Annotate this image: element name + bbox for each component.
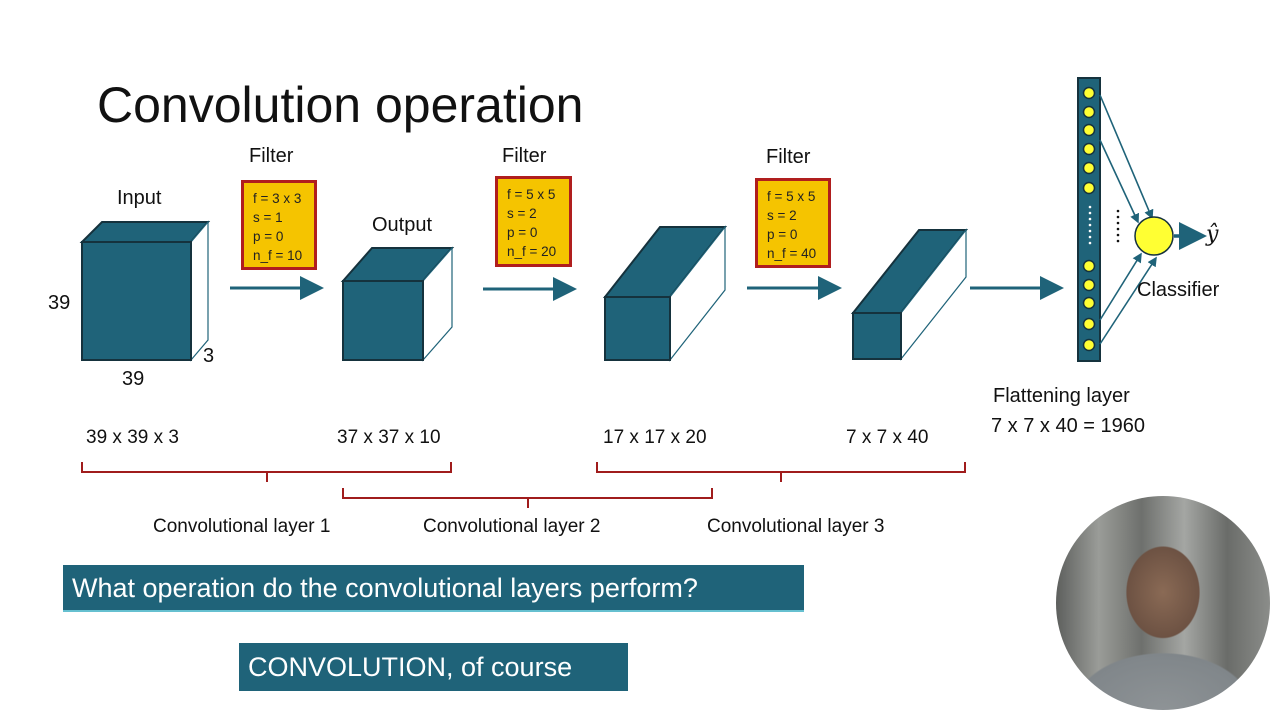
filter-1-count: n_f = 10 [253, 248, 303, 263]
volume-3-dims: 17 x 17 x 20 [603, 427, 707, 448]
volume-4-dims: 7 x 7 x 40 [846, 427, 929, 448]
input-depth-label: 3 [203, 345, 215, 367]
question-banner: What operation do the convolutional laye… [63, 565, 804, 612]
flattening-layer-label: Flattening layer [993, 385, 1130, 407]
filter-1-stride: s = 1 [253, 210, 283, 225]
output-volume-2 [602, 225, 728, 362]
filter-1-label: Filter [249, 145, 294, 167]
conv-layer-2-label: Convolutional layer 2 [423, 516, 601, 537]
slide-title: Convolution operation [97, 77, 584, 133]
filter-1-padding: p = 0 [253, 229, 284, 244]
input-width-label: 39 [122, 368, 145, 390]
layer-braces [81, 462, 966, 508]
volume-1-dims: 39 x 39 x 3 [86, 427, 179, 448]
filter-2-stride: s = 2 [507, 206, 537, 221]
filter-2-count: n_f = 20 [507, 244, 557, 259]
classifier-label: Classifier [1137, 279, 1220, 301]
output-volume-3 [850, 228, 969, 361]
output-label: Output [372, 214, 433, 236]
filter-3-stride: s = 2 [767, 208, 797, 223]
presenter-webcam [1056, 496, 1270, 710]
classifier-node [1134, 216, 1174, 256]
filter-3-box: f = 5 x 5 s = 2 p = 0 n_f = 40 [755, 178, 831, 268]
filter-3-label: Filter [766, 146, 811, 168]
input-volume [79, 220, 211, 362]
filter-2-label: Filter [502, 145, 547, 167]
filter-2-box: f = 5 x 5 s = 2 p = 0 n_f = 20 [495, 176, 572, 267]
filter-1-size: f = 3 x 3 [253, 191, 302, 206]
filter-3-padding: p = 0 [767, 227, 798, 242]
answer-banner: CONVOLUTION, of course [239, 643, 628, 691]
y-hat-label: ŷ [1206, 222, 1219, 247]
input-label: Input [117, 187, 162, 209]
flattening-layer [1077, 77, 1101, 362]
filter-2-padding: p = 0 [507, 225, 538, 240]
conv-layer-3-label: Convolutional layer 3 [707, 516, 885, 537]
filter-2-size: f = 5 x 5 [507, 187, 556, 202]
output-volume-1 [340, 246, 455, 362]
input-height-label: 39 [48, 292, 71, 314]
filter-3-size: f = 5 x 5 [767, 189, 816, 204]
flattening-formula: 7 x 7 x 40 = 1960 [991, 415, 1146, 437]
conv-layer-1-label: Convolutional layer 1 [153, 516, 331, 537]
filter-1-box: f = 3 x 3 s = 1 p = 0 n_f = 10 [241, 180, 317, 270]
volume-2-dims: 37 x 37 x 10 [337, 427, 441, 448]
filter-3-count: n_f = 40 [767, 246, 817, 261]
